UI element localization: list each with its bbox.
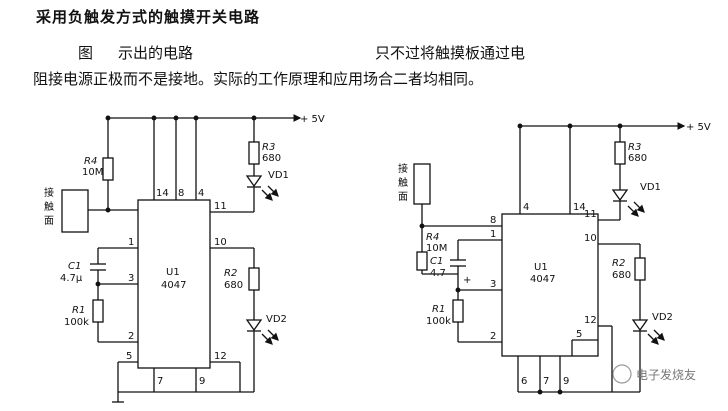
right-c1-ref: C1 xyxy=(430,256,443,267)
watermark-text: 电子发烧友 xyxy=(636,367,696,382)
right-pin-14: 14 xyxy=(573,202,586,213)
left-ic-part: 4047 xyxy=(161,280,186,291)
left-pin-14: 14 xyxy=(156,188,169,199)
right-pin-3: 3 xyxy=(490,279,496,290)
paragraph-line1-b: 示出的电路 xyxy=(118,44,194,62)
right-vd1-label: VD1 xyxy=(640,182,661,193)
left-r2-resistor xyxy=(248,267,260,291)
right-ic-ref: U1 xyxy=(534,262,548,273)
left-supply-label: + 5V xyxy=(300,114,325,125)
left-c1-value: 4.7μ xyxy=(60,273,83,284)
left-vd1-label: VD1 xyxy=(268,170,289,181)
left-ic-ref: U1 xyxy=(166,267,180,278)
right-r2-ref: R2 xyxy=(612,258,625,269)
right-touch-char-1: 接 xyxy=(398,162,408,175)
right-r4-resistor xyxy=(416,251,428,271)
left-r3-ref: R3 xyxy=(262,142,275,153)
right-vd1-led xyxy=(611,189,629,202)
right-pin-10: 10 xyxy=(584,233,597,244)
left-pin-9: 9 xyxy=(199,376,205,387)
right-touch-char-3: 面 xyxy=(398,192,408,203)
left-vd1-led xyxy=(245,175,263,188)
right-pin-11: 11 xyxy=(584,209,597,220)
right-pin-8: 8 xyxy=(490,215,496,226)
left-circuit xyxy=(61,114,302,403)
right-pin-9: 9 xyxy=(563,376,569,387)
right-pin-5: 5 xyxy=(576,329,582,340)
right-c1-value: 4.7 xyxy=(430,268,446,279)
right-touch-char-2: 触 xyxy=(398,176,408,189)
right-touch-pad xyxy=(413,163,431,205)
right-r4-value: 10M xyxy=(426,243,447,254)
left-pin-4: 4 xyxy=(198,188,204,199)
right-pin-6: 6 xyxy=(521,376,527,387)
left-r3-value: 680 xyxy=(262,153,281,164)
right-r3-value: 680 xyxy=(628,153,647,164)
left-pin-12: 12 xyxy=(214,351,227,362)
right-circuit xyxy=(413,122,686,395)
right-c1-plus: + xyxy=(463,275,471,286)
right-r2-value: 680 xyxy=(612,270,631,281)
right-r1-value: 100k xyxy=(426,316,451,327)
right-ic-u1 xyxy=(501,213,599,357)
left-r1-ref: R1 xyxy=(72,305,85,316)
left-pin-8: 8 xyxy=(178,188,184,199)
right-ic-part: 4047 xyxy=(530,274,555,285)
left-pin-1: 1 xyxy=(128,237,134,248)
left-r2-value: 680 xyxy=(224,280,243,291)
right-r3-ref: R3 xyxy=(628,142,641,153)
left-touch-pad xyxy=(61,189,89,233)
left-r4-resistor xyxy=(102,157,114,181)
left-pin-11: 11 xyxy=(214,201,227,212)
left-pin-3: 3 xyxy=(128,273,134,284)
right-r4-ref: R4 xyxy=(426,232,439,243)
paragraph-line2: 阻接电源正极而不是接地。实际的工作原理和应用场合二者均相同。 xyxy=(33,70,484,88)
left-r3-resistor xyxy=(248,141,260,165)
left-r4-value: 10M xyxy=(82,167,103,178)
left-touch-char-1: 接 xyxy=(44,186,54,199)
paragraph-line1-c: 只不过将触摸板通过电 xyxy=(375,44,526,62)
right-vd2-led xyxy=(631,319,649,332)
left-c1-ref: C1 xyxy=(68,261,81,272)
left-pin-5: 5 xyxy=(126,351,132,362)
right-pin-2: 2 xyxy=(490,331,496,342)
watermark: 电子发烧友 xyxy=(612,364,696,384)
left-r4-ref: R4 xyxy=(84,156,97,167)
right-pin-12: 12 xyxy=(584,315,597,326)
right-pin-4: 4 xyxy=(523,202,529,213)
right-r2-resistor xyxy=(634,257,646,281)
right-pin-7: 7 xyxy=(543,376,549,387)
watermark-logo-icon xyxy=(612,364,632,384)
left-pin-7: 7 xyxy=(157,376,163,387)
right-r1-resistor xyxy=(452,299,464,323)
right-vd2-label: VD2 xyxy=(652,312,673,323)
left-pin-2: 2 xyxy=(128,331,134,342)
left-touch-char-2: 触 xyxy=(44,200,54,213)
page-title: 采用负触发方式的触摸开关电路 xyxy=(36,8,261,26)
right-pin-1: 1 xyxy=(490,229,496,240)
left-touch-char-3: 面 xyxy=(44,216,54,227)
right-supply-label: + 5V xyxy=(686,122,711,133)
left-r2-ref: R2 xyxy=(224,268,237,279)
right-r1-ref: R1 xyxy=(432,304,445,315)
right-r3-resistor xyxy=(614,141,626,165)
paragraph-line1-a: 图 xyxy=(78,44,94,62)
left-vd2-label: VD2 xyxy=(266,314,287,325)
left-pin-10: 10 xyxy=(214,237,227,248)
left-r1-value: 100k xyxy=(64,317,89,328)
left-vd2-led xyxy=(245,319,263,332)
left-r1-resistor xyxy=(92,299,104,323)
